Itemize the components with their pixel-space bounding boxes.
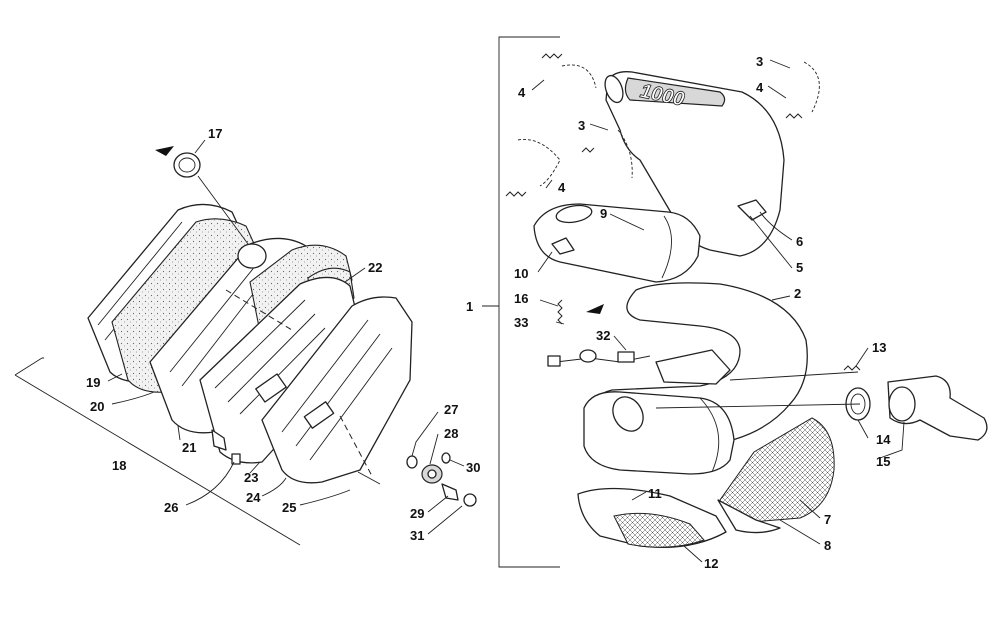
arrow-marker bbox=[155, 146, 174, 156]
spring-center bbox=[581, 147, 595, 153]
callout-11: 11 bbox=[648, 486, 662, 501]
callout-21: 21 bbox=[182, 440, 196, 455]
washer-30 bbox=[441, 452, 451, 464]
chain-3c bbox=[617, 129, 633, 179]
callout-7: 7 bbox=[824, 512, 831, 527]
callout-19: 19 bbox=[86, 375, 100, 390]
bracket bbox=[211, 429, 227, 451]
grommet bbox=[237, 243, 267, 269]
sensor-wire-33 bbox=[555, 355, 651, 363]
exhaust-pipe-assembly: 1000 bbox=[505, 53, 988, 549]
callout-3b: 3 bbox=[756, 54, 763, 69]
callout-15: 15 bbox=[876, 454, 890, 469]
callout-4b: 4 bbox=[558, 180, 566, 195]
heat-patch-6 bbox=[737, 199, 767, 221]
outer-cover-24 bbox=[261, 296, 413, 484]
callout-10: 10 bbox=[514, 266, 528, 281]
patch-10 bbox=[551, 237, 575, 255]
callout-3a: 3 bbox=[578, 118, 585, 133]
callout-18: 18 bbox=[112, 458, 126, 473]
callout-1: 1 bbox=[466, 299, 473, 314]
cover-port bbox=[303, 401, 335, 429]
callout-30: 30 bbox=[466, 460, 480, 475]
mesh-12 bbox=[613, 512, 705, 548]
callout-12: 12 bbox=[704, 556, 718, 571]
fastener-26 bbox=[231, 453, 241, 465]
callout-22: 22 bbox=[368, 260, 382, 275]
callout-8: 8 bbox=[824, 538, 831, 553]
callout-17: 17 bbox=[208, 126, 222, 141]
right-leaders bbox=[531, 59, 905, 563]
left-leaders bbox=[107, 139, 465, 535]
callout-13: 13 bbox=[872, 340, 886, 355]
silencer-assembly bbox=[14, 146, 413, 546]
chain-3b bbox=[517, 138, 561, 187]
callout-23: 23 bbox=[244, 470, 258, 485]
callout-6: 6 bbox=[796, 234, 803, 249]
upper-pipe bbox=[605, 71, 785, 257]
callout-labels: 1 2 3 3 4 4 4 5 6 7 8 9 10 11 12 13 14 1… bbox=[86, 54, 891, 571]
bolt-29 bbox=[441, 483, 459, 501]
chain-3d bbox=[803, 61, 820, 113]
spring-13 bbox=[843, 365, 861, 371]
callout-14: 14 bbox=[876, 432, 891, 447]
coupler-pipe-9 bbox=[533, 203, 701, 283]
callout-32: 32 bbox=[596, 328, 610, 343]
group-bracket-1 bbox=[482, 36, 560, 568]
shield-8 bbox=[717, 499, 781, 534]
nut-31 bbox=[463, 493, 477, 507]
arrow-marker-right bbox=[586, 304, 604, 314]
callout-26: 26 bbox=[164, 500, 178, 515]
chamber-lower bbox=[583, 391, 735, 475]
spring-16 bbox=[557, 299, 563, 325]
chain-3a bbox=[561, 64, 597, 89]
spring-4c bbox=[785, 113, 803, 119]
callout-25: 25 bbox=[282, 500, 296, 515]
callout-29: 29 bbox=[410, 506, 424, 521]
spring-4b bbox=[505, 191, 527, 197]
callout-28: 28 bbox=[444, 426, 458, 441]
spring-4a bbox=[541, 53, 563, 59]
callout-9: 9 bbox=[600, 206, 607, 221]
group-bracket-18 bbox=[14, 357, 301, 546]
muffler-port bbox=[255, 373, 287, 403]
mount-hardware bbox=[406, 452, 477, 507]
sensor-33 bbox=[547, 355, 561, 367]
clip-17 bbox=[173, 152, 201, 178]
callout-20: 20 bbox=[90, 399, 104, 414]
callout-27: 27 bbox=[444, 402, 458, 417]
callout-5: 5 bbox=[796, 260, 803, 275]
callout-4c: 4 bbox=[756, 80, 764, 95]
callout-4a: 4 bbox=[518, 85, 526, 100]
callout-24: 24 bbox=[246, 490, 261, 505]
decal-panel bbox=[624, 77, 726, 107]
callout-2: 2 bbox=[794, 286, 801, 301]
callout-33: 33 bbox=[514, 315, 528, 330]
header-flange bbox=[655, 349, 731, 385]
callout-31: 31 bbox=[410, 528, 424, 543]
callout-16: 16 bbox=[514, 291, 528, 306]
washer-27 bbox=[406, 455, 418, 469]
